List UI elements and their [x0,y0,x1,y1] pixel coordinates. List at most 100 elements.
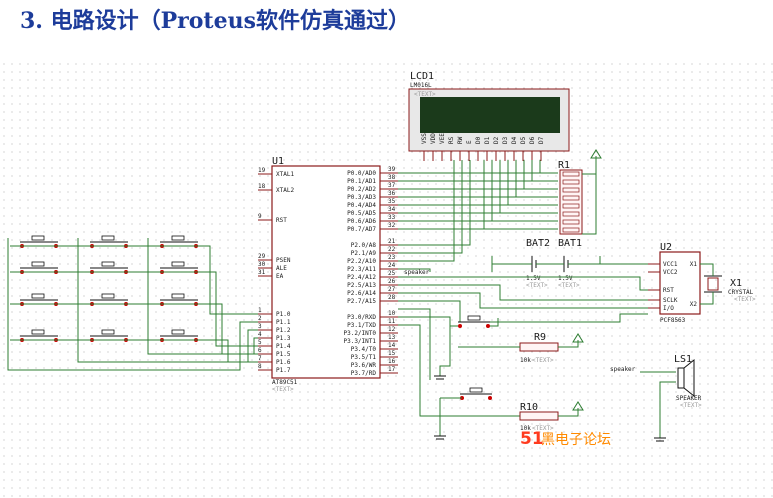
mcu-pin-group: 19XTAL118XTAL29RST29PSEN30ALE31EA1P1.02P… [258,166,398,377]
mcu-left-pin-label: EA [276,273,284,280]
r9-text-tag: <TEXT> [532,357,554,364]
lcd-pin-1: VDD [430,133,437,144]
mcu-right-pin-label: P3.1/TXD [347,322,376,329]
mcu-left-pin-label: XTAL2 [276,187,294,194]
keypad-wires [7,238,258,371]
mcu-right-pin-label: P2.7/A15 [347,298,376,305]
r1-element [562,195,580,201]
lcd-text-tag: <TEXT> [414,91,436,98]
bat2-text-tag: <TEXT> [526,282,548,289]
mcu-left-pin-num: 8 [258,363,262,370]
mcu-part: AT89C51 [272,379,298,386]
r1-element [562,219,580,225]
bat1-ref: BAT1 [558,238,582,249]
mcu-right-pin-num: 10 [388,310,396,317]
mcu-right-pin-num: 16 [388,358,396,365]
mcu-right-pin-num: 28 [388,294,396,301]
lcd-pin-13: D7 [538,136,545,144]
mcu-right-pin-label: P3.2/INT0 [343,330,376,337]
mcu-right-pin-label: P3.0/RXD [347,314,376,321]
u2-left-pin-label: SCLK [663,297,678,304]
mcu-right-pin-num: 34 [388,206,396,213]
mcu-right-pin-num: 21 [388,238,396,245]
ls1-text-tag: <TEXT> [680,402,702,409]
mcu-right-pin-num: 15 [388,350,396,357]
lcd-pin-11: D5 [520,136,527,144]
r1-element [562,171,580,177]
r1-element [562,227,580,233]
mcu-right-pin-num: 24 [388,262,396,269]
mcu-left-pin-label: P1.7 [276,367,291,374]
r1-element [562,187,580,193]
r1-element [562,203,580,209]
lcd-screen [420,97,560,133]
mcu-right-pin-label: P0.4/AD4 [347,202,376,209]
mcu-right-pin-label: P2.2/A10 [347,258,376,265]
mcu-left-pin-label: ALE [276,265,287,272]
lcd-pin-2: VEE [439,133,446,144]
lcd-pin-9: D3 [502,136,509,144]
r9-value: 10k [520,357,531,364]
u2-left-pin-label: VCC2 [663,269,678,276]
crystal-x1: X1 CRYSTAL <TEXT> [700,263,756,305]
u2-right-pin-label: X2 [690,301,698,308]
mcu-right-pin-num: 14 [388,342,396,349]
r10-ref: R10 [520,402,538,413]
r10-value: 10k [520,425,531,432]
lcd-pin-10: D4 [511,136,518,144]
mcu-ref: U1 [272,156,284,167]
lcd-pin-5: E [466,140,473,144]
r1-ref: R1 [558,160,570,171]
mcu-right-pin-label: P2.6/A14 [347,290,376,297]
mcu-right-pin-num: 11 [388,318,396,325]
mcu-right-pin-label: P0.0/AD0 [347,170,376,177]
mcu-left-pin-num: 5 [258,339,262,346]
watermark-text: 黑电子论坛 [541,432,611,448]
mcu-right-pin-label: P2.3/A11 [347,266,376,273]
speaker-ls1: LS1 SPEAKER <TEXT> [674,354,702,409]
lcd-ref: LCD1 [410,71,434,82]
u2-part: PCF8563 [660,317,686,324]
mcu-right-pin-label: P3.5/T1 [351,354,377,361]
mcu-right-pin-num: 12 [388,326,396,333]
r10-text-tag: <TEXT> [532,425,554,432]
bat1-text-tag: <TEXT> [558,282,580,289]
mcu-left-pin-num: 7 [258,355,262,362]
bat1-value: 1.5V [558,275,573,282]
mcu-right-pin-label: P2.1/A9 [351,250,377,257]
mcu-left-pin-num: 6 [258,347,262,354]
lcd-pin-8: D2 [493,136,500,144]
mcu-right-pin-label: P2.4/A12 [347,274,376,281]
mcu-left-pin-num: 29 [258,253,266,260]
mcu-left-pin-num: 18 [258,183,266,190]
lcd-pin-6: D0 [475,136,482,144]
mcu-text-tag: <TEXT> [272,386,294,393]
mcu-left-pin-num: 2 [258,315,262,322]
mcu-left-pin-label: P1.1 [276,319,291,326]
mcu-right-pin-label: P0.7/AD7 [347,226,376,233]
lcd-pin-3: RS [448,136,455,144]
mcu-right-pin-num: 36 [388,190,396,197]
mcu-left-pin-num: 3 [258,323,262,330]
mcu-right-pin-label: P3.7/RD [351,370,377,377]
mcu-right-pin-label: P2.5/A13 [347,282,376,289]
mcu-left-pin-label: XTAL1 [276,171,294,178]
page-heading: 3. 电路设计（Proteus软件仿真通过） [20,8,410,34]
x1-part: CRYSTAL [728,289,754,296]
mcu-right-pin-num: 17 [388,366,396,373]
u2-left-pin-label: VCC1 [663,261,678,268]
mcu-right-pin-label: P0.6/AD6 [347,218,376,225]
mcu-left-pin-label: P1.3 [276,335,291,342]
mcu-right-pin-label: P0.3/AD3 [347,194,376,201]
r1-element [562,211,580,217]
mcu-right-pin-label: P0.1/AD1 [347,178,376,185]
lcd-pin-7: D1 [484,136,491,144]
mcu-right-pin-num: 35 [388,198,396,205]
ls1-ref: LS1 [674,354,692,365]
u2-right-pin-label: X1 [690,261,698,268]
resistor-pack-r1: R1 [558,149,602,235]
mcu-left-pin-label: P1.6 [276,359,291,366]
